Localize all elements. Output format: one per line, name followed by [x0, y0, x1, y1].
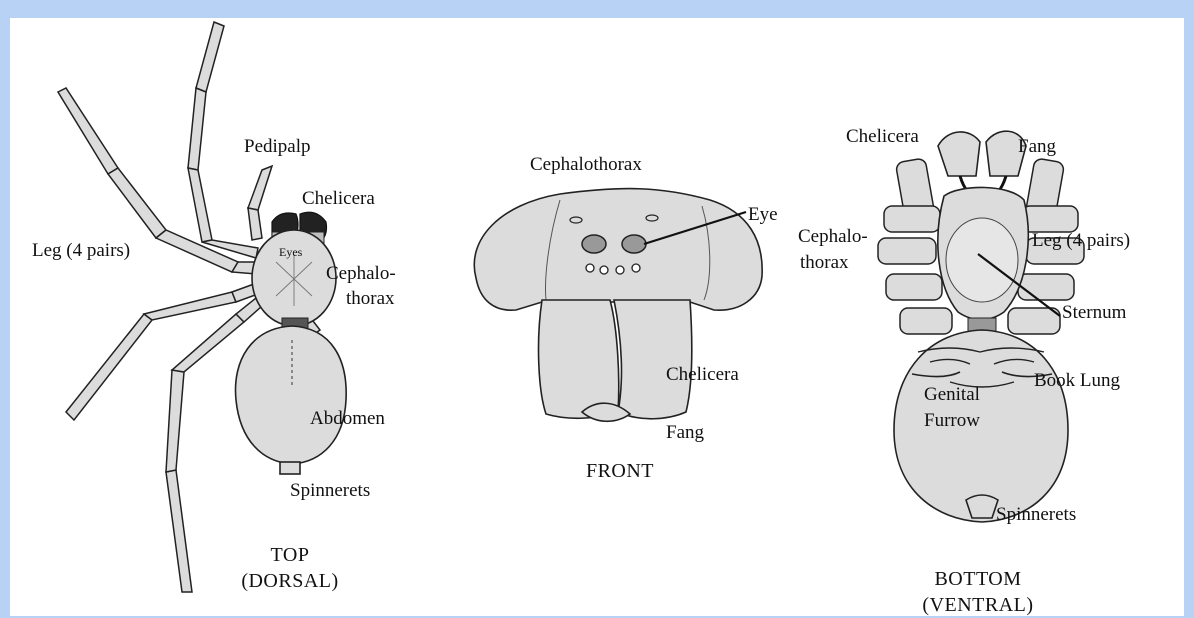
- top-pedipalp: [248, 166, 272, 240]
- top-view-spider: [58, 22, 346, 592]
- top-spinnerets: [280, 462, 300, 474]
- front-cephalothorax: [474, 189, 762, 311]
- label-eyes-top: Eyes: [279, 245, 302, 259]
- bottom-sternum: [946, 218, 1018, 302]
- front-eye-right: [622, 235, 646, 253]
- caption-bottom-line2: (VENTRAL): [898, 592, 1058, 618]
- caption-front: FRONT: [560, 458, 680, 484]
- caption-top-line1: TOP: [210, 542, 370, 568]
- label-pedipalp: Pedipalp: [244, 136, 311, 158]
- bottom-view-spider: [878, 131, 1084, 522]
- bottom-abdomen: [894, 330, 1068, 522]
- caption-top: TOP (DORSAL): [210, 542, 370, 594]
- label-fang-bottom: Fang: [1018, 136, 1056, 158]
- label-cephalo-top-1: Cephalo-: [326, 263, 396, 285]
- front-eye-left: [582, 235, 606, 253]
- front-chelicera-right: [614, 300, 692, 419]
- front-view-spider: [474, 189, 762, 422]
- spider-anatomy-drawing: [10, 18, 1184, 616]
- label-cephalothorax-front: Cephalothorax: [530, 154, 642, 176]
- label-genital-2: Furrow: [924, 410, 980, 432]
- label-sternum: Sternum: [1062, 302, 1126, 324]
- caption-top-line2: (DORSAL): [210, 568, 370, 594]
- label-eye-front: Eye: [748, 204, 778, 226]
- top-leg-3: [66, 284, 258, 420]
- label-book-lung: Book Lung: [1034, 370, 1120, 392]
- front-chelicera-left: [539, 300, 619, 418]
- caption-bottom-line1: BOTTOM: [898, 566, 1058, 592]
- label-leg-bottom: Leg (4 pairs): [1032, 230, 1130, 252]
- diagram-panel: Pedipalp Chelicera Leg (4 pairs) Eyes Ce…: [10, 18, 1184, 616]
- label-fang-front: Fang: [666, 422, 704, 444]
- label-spinnerets-bottom: Spinnerets: [996, 504, 1076, 526]
- bottom-chelicera-left: [938, 132, 980, 176]
- caption-front-line1: FRONT: [560, 458, 680, 484]
- bottom-spinnerets: [966, 495, 998, 518]
- label-chelicera-front: Chelicera: [666, 364, 739, 386]
- label-cephalo-top-2: thorax: [346, 288, 395, 310]
- caption-bottom: BOTTOM (VENTRAL): [898, 566, 1058, 618]
- label-cephalo-bottom-1: Cephalo-: [798, 226, 868, 248]
- label-chelicera-bottom: Chelicera: [846, 126, 919, 148]
- label-abdomen: Abdomen: [310, 408, 385, 430]
- top-abdomen: [235, 326, 346, 464]
- label-chelicera-top: Chelicera: [302, 188, 375, 210]
- label-genital-1: Genital: [924, 384, 980, 406]
- label-spinnerets-top: Spinnerets: [290, 480, 370, 502]
- label-leg-top: Leg (4 pairs): [32, 240, 130, 262]
- label-cephalo-bottom-2: thorax: [800, 252, 849, 274]
